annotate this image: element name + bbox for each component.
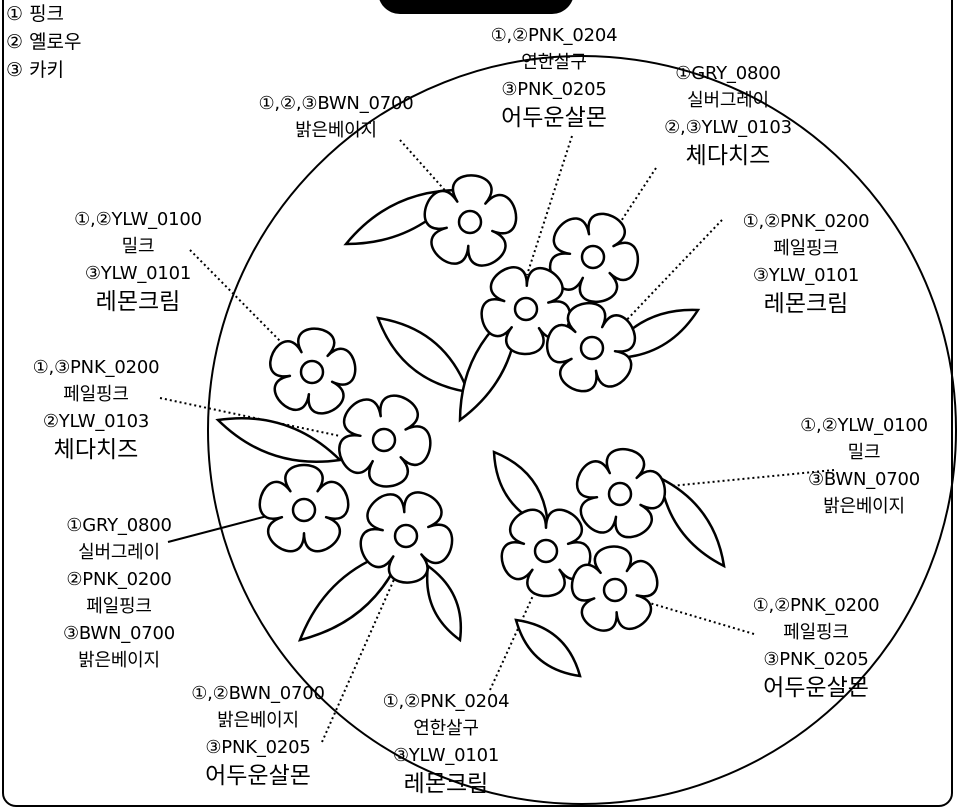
flower <box>338 394 432 488</box>
leaf <box>215 416 343 464</box>
flower <box>423 174 518 267</box>
flower-center <box>607 481 633 507</box>
leaf <box>376 316 470 394</box>
flower-center <box>533 538 559 564</box>
label-upper-right: ①,②PNK_0200 페일핑크 ③YLW_0101 레몬크림 <box>742 211 870 317</box>
flower-center <box>457 209 483 235</box>
flowers <box>258 174 667 632</box>
flower <box>269 327 357 415</box>
label-bottom-center: ①,②PNK_0204 연한살구 ③YLW_0101 레몬크림 <box>382 691 510 797</box>
flower-center <box>371 427 397 453</box>
outer-circle <box>207 55 957 805</box>
leader-line <box>526 135 573 276</box>
label-middle-left: ①,③PNK_0200 페일핑크 ②YLW_0103 체다치즈 <box>32 357 160 463</box>
flower <box>570 545 659 632</box>
leader-line <box>321 565 401 743</box>
label-lower-left: ①GRY_0800 실버그레이 ②PNK_0200 페일핑크 ③BWN_0700… <box>62 515 176 671</box>
flower-center <box>579 335 605 361</box>
flower <box>480 266 572 356</box>
flower-center <box>580 244 606 270</box>
label-top-left: ①,②,③BWN_0700 밝은베이지 <box>258 93 414 141</box>
leader-line <box>159 397 341 437</box>
flower <box>575 448 667 539</box>
leaf <box>425 563 463 643</box>
flower <box>258 463 350 553</box>
flower-center <box>513 296 539 322</box>
flower-center <box>299 359 325 385</box>
label-top-center: ①,②PNK_0204 연한살구 ③PNK_0205 어두운살몬 <box>490 25 618 131</box>
label-lower-right: ①,②PNK_0200 페일핑크 ③PNK_0205 어두운살몬 <box>752 595 880 701</box>
color-legend: ① 핑크 ② 옐로우 ③ 카키 <box>6 0 82 84</box>
legend-item-yellow: ② 옐로우 <box>6 31 82 53</box>
title-tab <box>378 0 574 14</box>
leaf <box>658 475 726 569</box>
flower <box>500 508 592 598</box>
label-bottom-left: ①,②BWN_0700 밝은베이지 ③PNK_0205 어두운살몬 <box>191 683 325 789</box>
flower <box>545 302 637 393</box>
flower-center <box>291 497 317 523</box>
legend-item-khaki: ③ 카키 <box>6 59 65 81</box>
label-top-right: ①GRY_0800 실버그레이 ②,③YLW_0103 체다치즈 <box>664 63 792 169</box>
flower-center <box>393 523 419 549</box>
leader-line <box>399 139 451 197</box>
flower <box>359 491 454 584</box>
label-middle-right: ①,②YLW_0100 밀크 ③BWN_0700 밝은베이지 <box>800 415 928 517</box>
leaf <box>514 618 582 678</box>
label-upper-left: ①,②YLW_0100 밀크 ③YLW_0101 레몬크림 <box>74 209 202 315</box>
flower-center <box>602 577 628 603</box>
legend-item-pink: ① 핑크 <box>6 3 65 25</box>
